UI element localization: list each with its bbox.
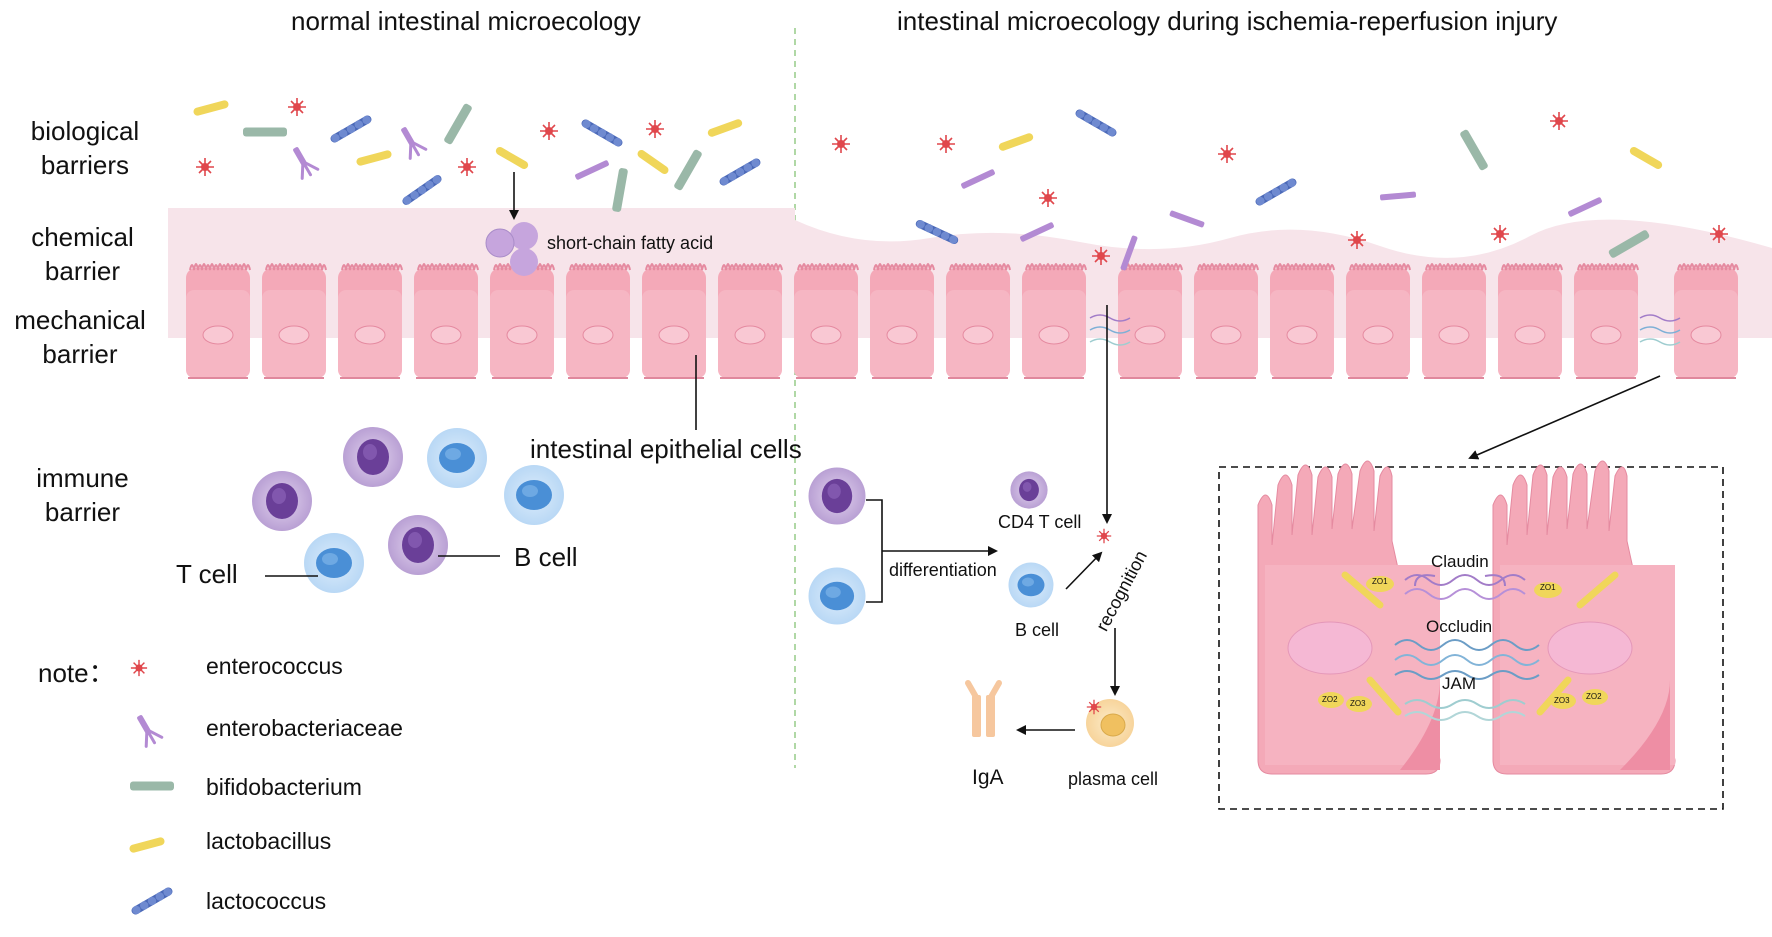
scfa-cluster — [485, 222, 538, 276]
tight-junction-inset — [1218, 466, 1724, 810]
legend-item-bifidobacterium: bifidobacterium — [206, 774, 362, 800]
legend-item-enterobacteriaceae: enterobacteriaceae — [206, 715, 403, 741]
iga-label: IgA — [972, 766, 1004, 789]
differentiation-label: differentiation — [889, 560, 997, 580]
scfa-label: short-chain fatty acid — [547, 233, 714, 253]
zo1-right-label: ZO1 — [1540, 583, 1556, 592]
zo2-left-label: ZO2 — [1322, 695, 1338, 704]
iga-icon — [965, 680, 1002, 737]
bifidobacterium-icon — [130, 781, 174, 791]
lactobacillus-icon — [128, 836, 166, 854]
immune-cells-right — [808, 467, 1134, 747]
b-cell-right-label: B cell — [1015, 620, 1060, 640]
epithelium-row — [185, 263, 1739, 379]
legend-icons — [128, 659, 175, 917]
zo1-left-label: ZO1 — [1372, 577, 1388, 586]
inset-cell-left — [1257, 460, 1441, 775]
b-cell-label: B cell — [514, 542, 578, 572]
legend-item-enterococcus: enterococcus — [206, 653, 343, 679]
jam-label: JAM — [1442, 674, 1476, 693]
t-cell-label: T cell — [176, 559, 238, 589]
claudin-label: Claudin — [1431, 552, 1489, 571]
recognition-arrow — [1065, 551, 1103, 590]
inset-cell-right — [1492, 460, 1676, 775]
junction-proteins — [1394, 574, 1540, 721]
zo3-right-label: ZO3 — [1554, 696, 1570, 705]
damaged-junction-2 — [1639, 314, 1681, 346]
bacteria-left — [192, 97, 763, 213]
zo3-left-label: ZO3 — [1350, 699, 1366, 708]
epithelial-label: intestinal epithelial cells — [530, 434, 802, 464]
cd4-t-cell-label: CD4 T cell — [998, 512, 1082, 532]
occludin-label: Occludin — [1426, 617, 1493, 636]
title-left: normal intestinal microecology — [291, 6, 641, 36]
differentiation-bracket — [866, 499, 996, 603]
to-inset-arrow — [1468, 375, 1661, 460]
legend-item-lactococcus: lactococcus — [206, 888, 327, 914]
legend-title: note： — [38, 658, 115, 688]
enterococcus-icon — [130, 659, 148, 677]
legend-item-lactobacillus: lactobacillus — [206, 828, 332, 854]
zo2-right-label: ZO2 — [1586, 692, 1602, 701]
plasma-cell-label: plasma cell — [1068, 769, 1159, 789]
lactococcus-icon — [129, 885, 175, 917]
title-right: intestinal microecology during ischemia-… — [897, 6, 1558, 36]
enterobacteriaceae-icon — [129, 709, 164, 749]
damaged-junction-1 — [1089, 314, 1131, 346]
